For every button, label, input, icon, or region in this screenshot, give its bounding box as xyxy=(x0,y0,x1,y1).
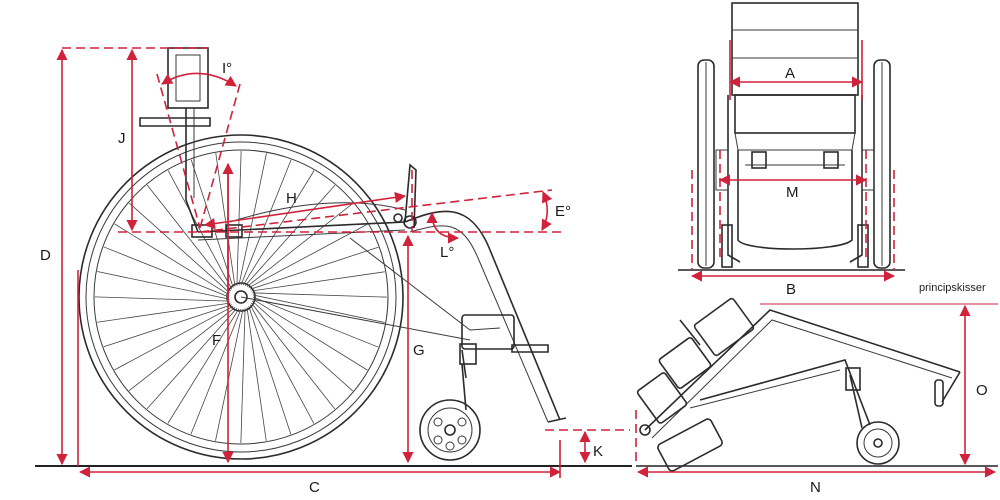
wheel-spoke xyxy=(146,308,238,410)
wheel-spoke xyxy=(215,153,236,287)
wheel-spoke xyxy=(249,304,315,424)
wheel-spoke xyxy=(167,308,240,424)
wheel-spoke xyxy=(246,307,267,441)
wheel-spoke xyxy=(252,296,379,348)
credit-text: principskisser xyxy=(919,282,986,294)
wheel-spoke xyxy=(103,304,232,348)
wheel-spoke xyxy=(128,202,230,294)
label-I: I° xyxy=(222,60,232,77)
label-J: J xyxy=(118,130,126,147)
front-view: A M B xyxy=(678,2,905,298)
folded-view: O N xyxy=(635,297,998,496)
wheel-spoke xyxy=(240,308,246,444)
wheel-spoke xyxy=(114,305,234,371)
wheel-spoke xyxy=(94,296,230,302)
wheel-spoke xyxy=(167,170,233,290)
wheel-spoke xyxy=(251,271,385,292)
label-L: L° xyxy=(440,244,454,261)
label-E: E° xyxy=(555,203,571,220)
wheel-spoke xyxy=(251,302,336,410)
wheel-spoke xyxy=(215,308,244,441)
label-M: M xyxy=(786,184,799,201)
wheel-spoke xyxy=(252,294,385,323)
side-view: I° J H E° L° D F G K C xyxy=(35,47,632,496)
wheel-spoke xyxy=(146,184,231,292)
wheel-spoke xyxy=(97,271,230,300)
label-C: C xyxy=(309,479,320,496)
label-D: D xyxy=(40,247,51,264)
rear-wheel xyxy=(78,134,404,460)
wheel-spoke xyxy=(252,292,388,298)
side-dimensions xyxy=(56,47,630,478)
wheel-spokes xyxy=(94,150,388,444)
wheel-spoke xyxy=(103,246,230,298)
wheel-spoke xyxy=(252,300,354,392)
wheel-spoke xyxy=(250,246,379,290)
label-O: O xyxy=(976,382,988,399)
label-G: G xyxy=(413,342,425,359)
wheel-spoke xyxy=(190,308,242,435)
wheel-spoke xyxy=(246,202,354,287)
wheel-spoke xyxy=(252,298,368,371)
wheel-spoke xyxy=(97,302,231,323)
label-A: A xyxy=(785,65,795,82)
wheel-spoke xyxy=(128,307,236,392)
label-K: K xyxy=(593,443,603,460)
label-H: H xyxy=(286,190,297,207)
label-N: N xyxy=(810,479,821,496)
label-F: F xyxy=(212,332,221,349)
wheel-spoke xyxy=(248,223,368,289)
wheel-spoke xyxy=(248,306,292,435)
wheel-spoke xyxy=(114,223,230,296)
label-B: B xyxy=(786,281,796,298)
front-caster xyxy=(419,363,481,461)
